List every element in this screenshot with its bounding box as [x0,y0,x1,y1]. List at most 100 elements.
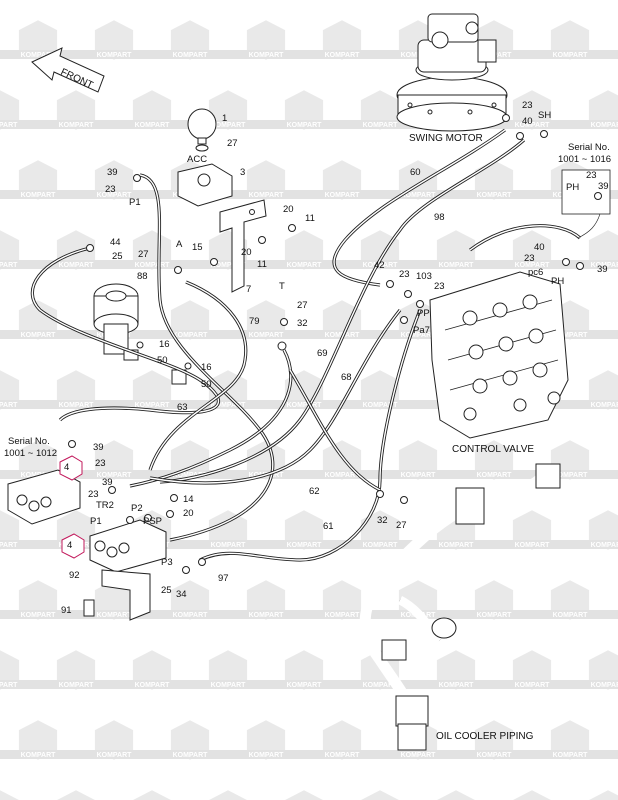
watermark-badge: KOMPART [304,580,380,620]
watermark-badge: KOMPART [532,20,608,60]
watermark-text: KOMPART [249,192,285,199]
callout-39-left: 39 [93,442,104,453]
callout-42: 42 [374,260,385,271]
control-valve [429,271,569,439]
watermark-badge: KOMPART [38,90,114,130]
small-fittings [68,114,602,574]
watermark-text: KOMPART [21,612,57,619]
watermark-text: KOMPART [553,332,589,339]
watermark-badge: KOMPART [570,510,618,550]
watermark-text: KOMPART [287,402,323,409]
watermark-text: KOMPART [515,122,551,129]
watermark-text: KOMPART [477,752,513,759]
callout-23-inset: 23 [586,170,597,181]
block-valve-assembly [7,455,167,621]
watermark-text: KOMPART [363,682,399,689]
caption-control-valve: CONTROL VALVE [452,444,535,455]
callout-39-block: 39 [102,477,113,488]
watermark-badge: KOMPART [0,90,38,130]
callout-3: 3 [240,167,246,178]
callout-32-t: 32 [297,318,308,329]
watermark-badge: KOMPART [266,230,342,270]
watermark-text: KOMPART [325,472,361,479]
watermark-badge: KOMPART [0,580,76,620]
watermark-text: KOMPART [0,262,18,269]
front-arrow: FRONT [31,47,105,93]
watermark-badge: KOMPART [266,90,342,130]
watermark-badge: KOMPART [532,580,608,620]
watermark-badge: KOMPART [76,720,152,760]
callout-50-a: 50 [157,355,168,366]
callout-p2: P2 [131,503,143,514]
watermark-badge: KOMPART [0,370,38,410]
watermark-badge: KOMPART [570,370,618,410]
callout-60: 60 [410,167,421,178]
watermark-badge: KOMPART [76,20,152,60]
watermark-text: KOMPART [325,192,361,199]
watermark-badge: KOMPART [0,300,76,340]
watermark-text: KOMPART [59,402,95,409]
watermark-text: KOMPART [553,472,589,479]
watermark-text: KOMPART [173,612,209,619]
callout-tr2: TR2 [96,500,114,511]
watermark-badge: KOMPART [570,230,618,270]
callout-15: 15 [192,242,203,253]
watermark-badge: KOMPART [285,790,323,800]
watermark-text: KOMPART [97,472,133,479]
watermark-badge: KOMPART [57,790,95,800]
callout-44: 44 [110,237,121,248]
callout-34: 34 [176,589,187,600]
watermark-badge: KOMPART [266,510,342,550]
watermark-badge: KOMPART [152,580,228,620]
watermark-text: KOMPART [553,52,589,59]
watermark-text: KOMPART [21,752,57,759]
accumulator [187,108,217,152]
watermark-badge: KOMPART [608,50,618,59]
callout-103: 103 [416,271,432,282]
watermark-badge: KOMPART [38,370,114,410]
watermark-badge: KOMPART [38,650,114,690]
watermark-text: KOMPART [439,262,475,269]
watermark-text: KOMPART [515,262,551,269]
watermark-text: KOMPART [401,472,437,479]
watermark-badge: KOMPART [209,790,247,800]
serial-left-line1: Serial No. [8,436,50,447]
watermark-badge: KOMPART [361,790,399,800]
watermark-badge: KOMPART [266,650,342,690]
callout-16-a: 16 [159,339,170,350]
watermark-badge: KOMPART [418,650,494,690]
callout-ph-inset: PH [566,182,580,193]
watermark-badge: KOMPART [494,510,570,550]
watermark-badge: KOMPART [228,580,304,620]
callout-4-lower: 4 [67,540,73,551]
watermark-text: KOMPART [401,192,437,199]
watermark-text: KOMPART [173,52,209,59]
watermark-text: KOMPART [59,682,95,689]
watermark-text: KOMPART [211,402,247,409]
watermark-text: KOMPART [173,752,209,759]
watermark-badge: KOMPART [342,230,418,270]
watermark-text: KOMPART [97,192,133,199]
watermark-text: KOMPART [477,192,513,199]
watermark-badge: KOMPART [0,650,38,690]
callout-40-pc6: 40 [534,242,545,253]
watermark-badge: KOMPART [0,20,76,60]
watermark-badge: KOMPART [342,510,418,550]
callout-14: 14 [183,494,194,505]
watermark-badge: KOMPART [494,650,570,690]
callout-91: 91 [61,605,72,616]
watermark-text: KOMPART [325,752,361,759]
callout-pa7: Pa7 [413,325,430,336]
watermark-badge: KOMPART [342,370,418,410]
caption-oil-cooler-piping: OIL COOLER PIPING [436,731,534,742]
pipe-clamps [123,341,192,385]
watermark-badge: KOMPART [76,440,152,480]
watermark-text: KOMPART [477,612,513,619]
callout-32-cv: 32 [377,515,388,526]
watermark-text: KOMPART [515,682,551,689]
watermark-badge: KOMPART [0,720,76,760]
watermark-text: KOMPART [249,752,285,759]
watermark-badge: KOMPART [152,720,228,760]
watermark-text: KOMPART [591,402,618,409]
watermark-text: KOMPART [591,682,618,689]
